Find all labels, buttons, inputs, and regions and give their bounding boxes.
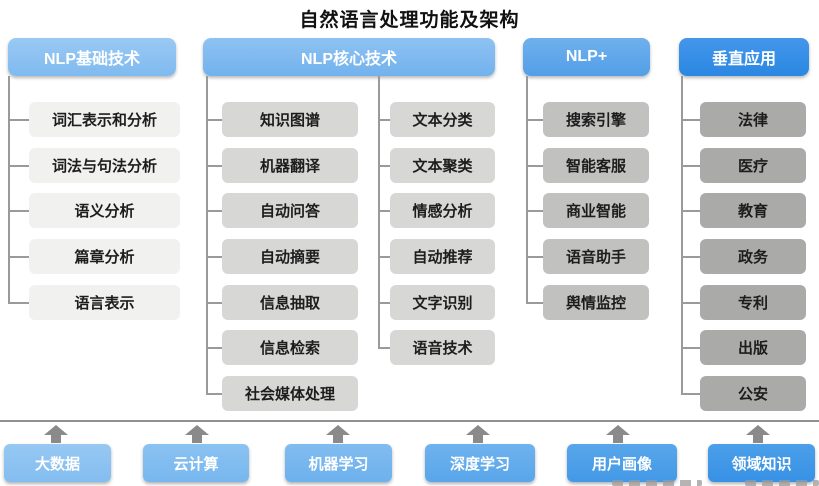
- foundation-user-profile: 用户画像: [567, 444, 677, 482]
- page-title: 自然语言处理功能及架构: [299, 10, 520, 31]
- item-information-retrieval: 信息检索: [222, 330, 358, 365]
- item-semantic-analysis: 语义分析: [29, 193, 180, 228]
- item-publishing: 出版: [700, 330, 806, 365]
- item-auto-summarization: 自动摘要: [222, 239, 358, 274]
- item-morphology-syntax-analysis: 词法与句法分析: [29, 148, 180, 183]
- item-education: 教育: [700, 193, 806, 228]
- item-machine-translation: 机器翻译: [222, 148, 358, 183]
- item-search-engine: 搜索引擎: [543, 102, 649, 137]
- item-public-security: 公安: [700, 376, 806, 411]
- watermark-artifact: [612, 480, 702, 486]
- item-auto-recommendation: 自动推荐: [390, 239, 495, 274]
- connector-line-vertical-apps: [681, 76, 683, 394]
- item-public-opinion-monitoring: 舆情监控: [543, 285, 649, 320]
- header-nlp-basic-tech: NLP基础技术: [8, 38, 176, 76]
- item-knowledge-graph: 知识图谱: [222, 102, 358, 137]
- connector-line-core-right: [378, 76, 380, 348]
- foundation-deep-learning: 深度学习: [425, 444, 535, 482]
- item-speech-technology: 语音技术: [390, 330, 495, 365]
- item-text-clustering: 文本聚类: [390, 148, 495, 183]
- header-nlp-plus: NLP+: [523, 38, 650, 76]
- item-discourse-analysis: 篇章分析: [29, 239, 180, 274]
- item-question-answering: 自动问答: [222, 193, 358, 228]
- item-medical: 医疗: [700, 148, 806, 183]
- item-text-classification: 文本分类: [390, 102, 495, 137]
- item-government: 政务: [700, 239, 806, 274]
- item-intelligent-customer-service: 智能客服: [543, 148, 649, 183]
- connector-line-core-left: [206, 76, 208, 394]
- up-arrow-icon: [326, 425, 350, 443]
- item-information-extraction: 信息抽取: [222, 285, 358, 320]
- foundation-divider-line: [0, 420, 819, 422]
- up-arrow-icon: [466, 425, 490, 443]
- header-nlp-core-tech: NLP核心技术: [203, 38, 495, 76]
- item-voice-assistant: 语音助手: [543, 239, 649, 274]
- up-arrow-icon: [185, 425, 209, 443]
- up-arrow-icon: [44, 425, 68, 443]
- foundation-domain-knowledge: 领域知识: [708, 444, 815, 482]
- item-sentiment-analysis: 情感分析: [390, 193, 495, 228]
- connector-line-basic: [8, 76, 10, 303]
- item-business-intelligence: 商业智能: [543, 193, 649, 228]
- header-vertical-applications: 垂直应用: [679, 38, 809, 76]
- item-lexical-representation-analysis: 词汇表示和分析: [29, 102, 180, 137]
- watermark-artifact: [745, 480, 819, 486]
- foundation-big-data: 大数据: [4, 444, 111, 482]
- item-language-representation: 语言表示: [29, 285, 180, 320]
- foundation-cloud-computing: 云计算: [143, 444, 249, 482]
- item-social-media-processing: 社会媒体处理: [222, 376, 358, 411]
- up-arrow-icon: [606, 425, 630, 443]
- item-legal: 法律: [700, 102, 806, 137]
- connector-line-nlp-plus: [526, 76, 528, 303]
- item-text-recognition: 文字识别: [390, 285, 495, 320]
- item-patent: 专利: [700, 285, 806, 320]
- foundation-machine-learning: 机器学习: [285, 444, 392, 482]
- up-arrow-icon: [746, 425, 770, 443]
